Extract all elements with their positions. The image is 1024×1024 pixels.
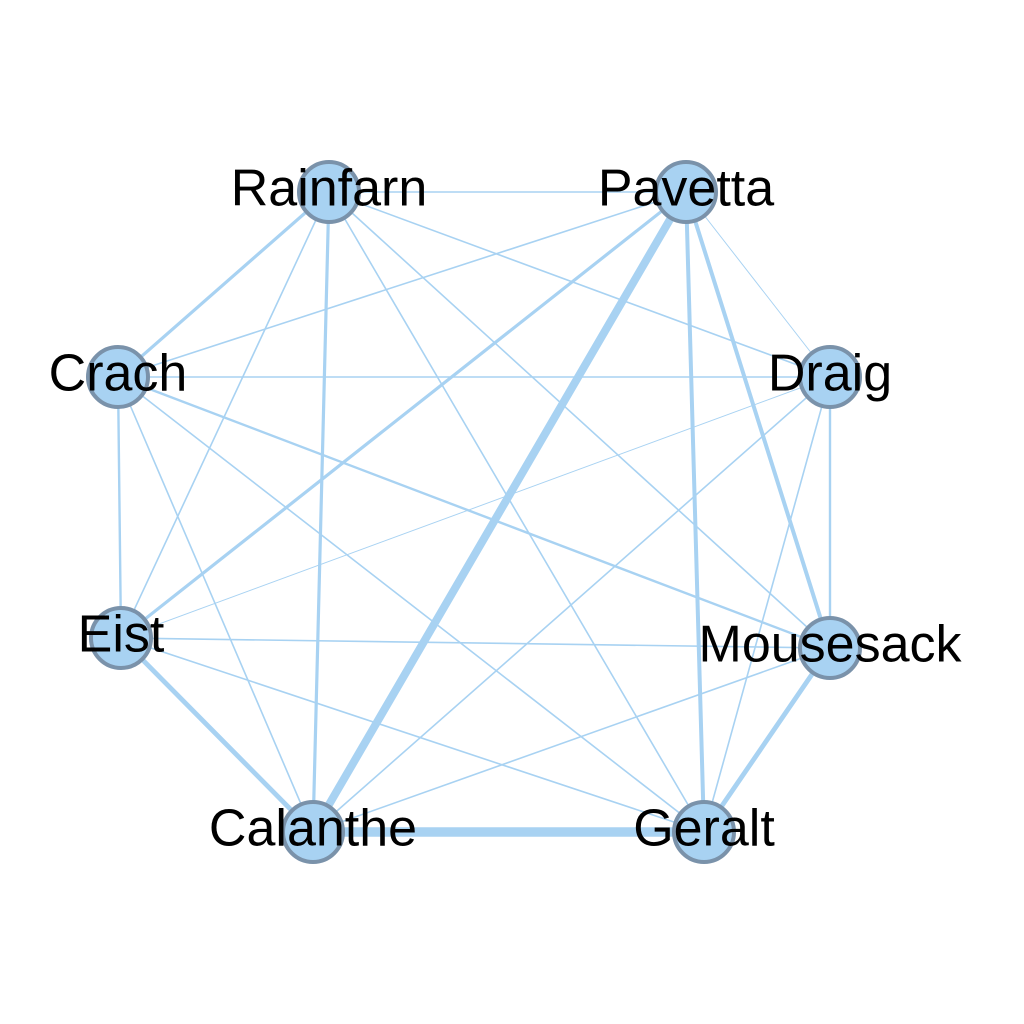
edge-eist-calanthe — [118, 635, 316, 835]
node-label-eist: Eist — [78, 606, 165, 664]
edge-mousesack-geralt — [701, 645, 833, 835]
edge-mousesack-calanthe — [312, 647, 831, 833]
edge-pavetta-crach — [117, 191, 687, 378]
nodes-layer — [86, 160, 862, 864]
node-geralt[interactable] — [672, 800, 736, 864]
edges-layer — [116, 188, 833, 837]
edge-rainfarn-crach — [116, 190, 331, 379]
edge-pavetta-mousesack — [684, 190, 832, 650]
node-crach[interactable] — [86, 345, 150, 409]
node-mousesack[interactable] — [798, 616, 862, 680]
node-label-draig: Draig — [768, 345, 892, 403]
edge-draig-eist — [120, 376, 831, 639]
edge-rainfarn-draig — [328, 191, 831, 378]
node-label-mousesack: Mousesack — [699, 616, 963, 674]
node-label-pavetta: Pavetta — [598, 160, 774, 218]
edge-pavetta-eist — [119, 190, 688, 640]
node-rainfarn[interactable] — [297, 160, 361, 224]
node-label-crach: Crach — [49, 345, 188, 403]
edge-rainfarn-geralt — [328, 191, 705, 833]
edge-draig-geralt — [703, 376, 831, 833]
edge-crach-mousesack — [116, 375, 832, 650]
edge-pavetta-draig — [685, 191, 831, 378]
edge-rainfarn-calanthe — [311, 190, 331, 834]
node-label-calanthe: Calanthe — [209, 800, 417, 858]
node-eist[interactable] — [89, 606, 153, 670]
edge-pavetta-geralt — [684, 190, 706, 834]
edge-draig-calanthe — [312, 376, 831, 833]
edge-eist-mousesack — [120, 637, 831, 649]
edge-rainfarn-mousesack — [328, 191, 831, 649]
edge-calanthe-pavetta — [309, 188, 690, 836]
node-label-geralt: Geralt — [633, 800, 775, 858]
node-calanthe[interactable] — [281, 800, 345, 864]
edge-rainfarn-eist — [120, 191, 330, 639]
edge-crach-geralt — [117, 376, 705, 833]
edge-eist-geralt — [120, 637, 705, 833]
edge-crach-calanthe — [117, 376, 314, 833]
node-pavetta[interactable] — [654, 160, 718, 224]
edge-crach-eist — [116, 375, 123, 640]
node-draig[interactable] — [798, 345, 862, 409]
node-label-rainfarn: Rainfarn — [231, 160, 428, 218]
